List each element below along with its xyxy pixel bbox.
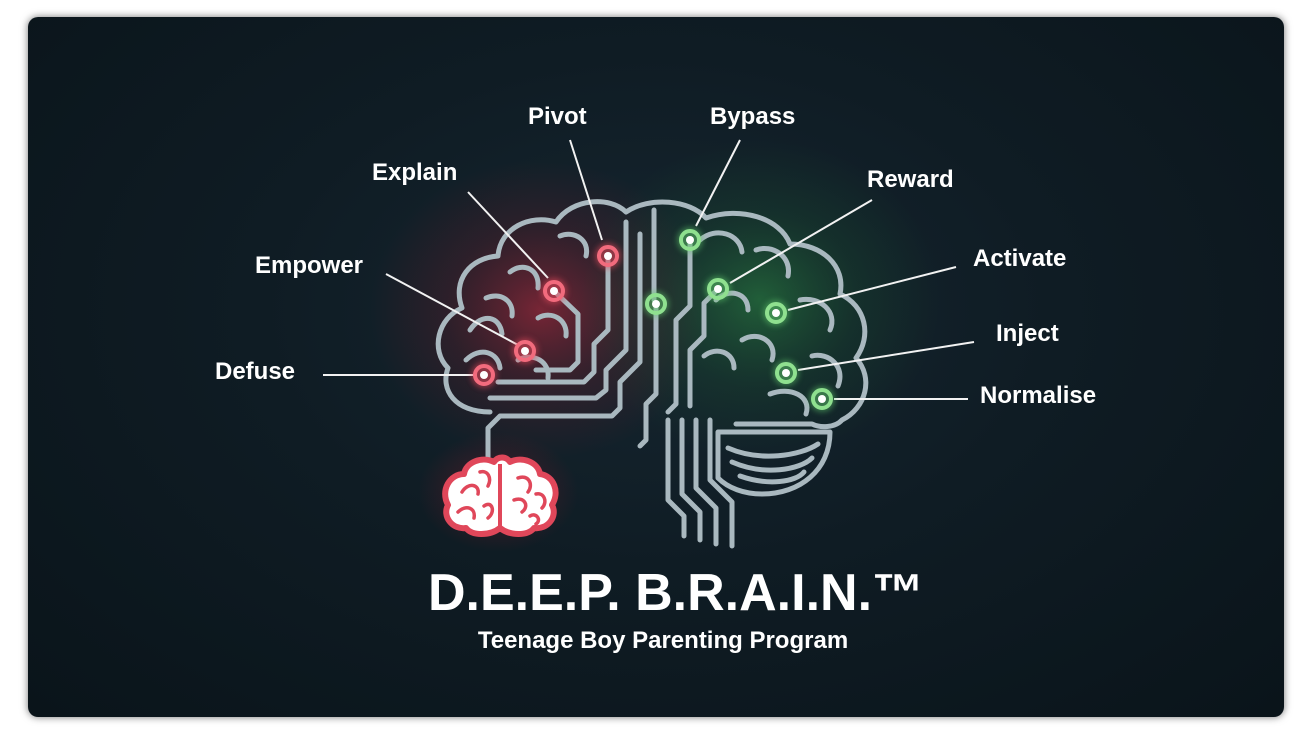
label-explain: Explain	[372, 159, 457, 186]
inject-node	[773, 360, 799, 386]
green-nodes	[643, 227, 835, 412]
bypass-node	[677, 227, 703, 253]
activate-node	[763, 300, 789, 326]
diagram-card: Pivot Explain Empower Defuse Bypass Rewa…	[28, 17, 1284, 717]
reward-node	[705, 276, 731, 302]
label-defuse: Defuse	[215, 358, 295, 385]
explain-node	[541, 278, 567, 304]
pivot-node	[595, 243, 621, 269]
normalise-node	[809, 386, 835, 412]
label-bypass: Bypass	[710, 103, 795, 130]
empower-node	[512, 338, 538, 364]
label-reward: Reward	[867, 166, 954, 193]
page-title: D.E.E.P. B.R.A.I.N.™	[428, 564, 924, 622]
connector-lines	[323, 139, 975, 400]
label-pivot: Pivot	[528, 103, 587, 130]
page-subtitle: Teenage Boy Parenting Program	[478, 627, 848, 654]
label-activate: Activate	[973, 245, 1066, 272]
green-glow	[580, 140, 940, 460]
defuse-node	[471, 362, 497, 388]
center-node	[643, 291, 669, 317]
brain-diagram: Pivot Explain Empower Defuse Bypass Rewa…	[215, 103, 1096, 654]
label-empower: Empower	[255, 252, 363, 279]
label-normalise: Normalise	[980, 382, 1096, 409]
red-nodes	[471, 243, 621, 388]
small-brain-icon	[442, 454, 559, 537]
label-inject: Inject	[996, 320, 1059, 347]
